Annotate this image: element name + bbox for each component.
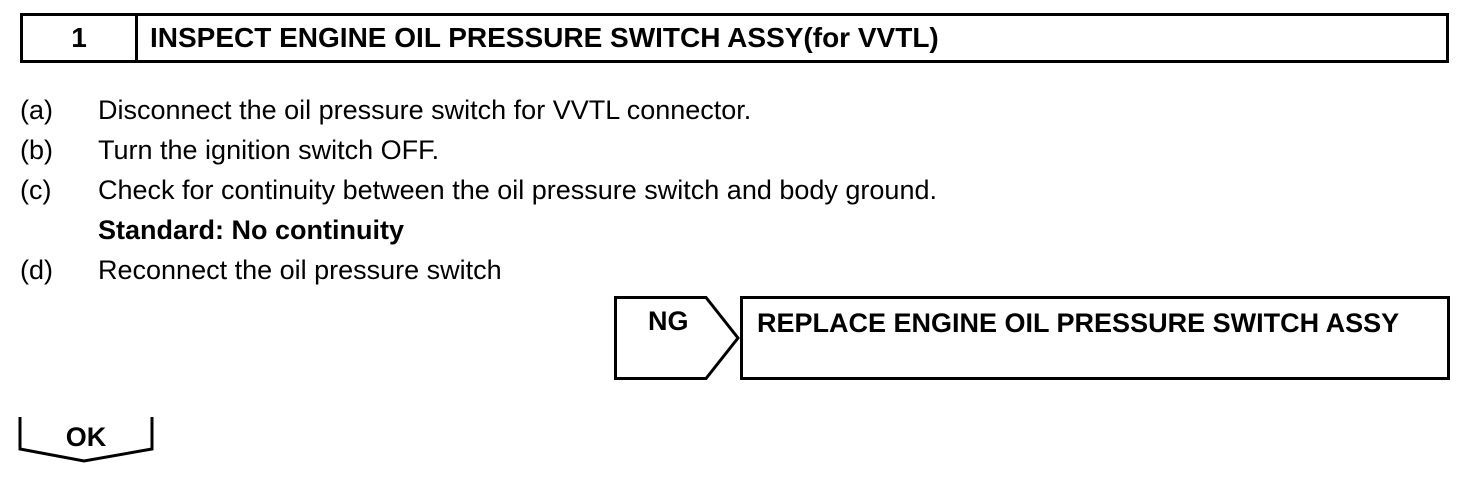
step-label: (c) <box>20 175 52 205</box>
step-text: Disconnect the oil pressure switch for V… <box>98 95 752 125</box>
step-text: Reconnect the oil pressure switch <box>98 255 502 285</box>
step-label: (a) <box>20 95 53 125</box>
step-b: (b) Turn the ignition switch OFF. <box>20 130 1220 170</box>
ng-action-box: REPLACE ENGINE OIL PRESSURE SWITCH ASSY <box>740 296 1450 380</box>
procedure-steps: (a) Disconnect the oil pressure switch f… <box>20 90 1220 290</box>
step-header: 1 INSPECT ENGINE OIL PRESSURE SWITCH ASS… <box>20 13 1449 63</box>
step-a: (a) Disconnect the oil pressure switch f… <box>20 90 1220 130</box>
step-label: (d) <box>20 255 53 285</box>
step-d: (d) Reconnect the oil pressure switch <box>20 250 1220 290</box>
step-c: (c) Check for continuity between the oil… <box>20 170 1220 210</box>
step-label: (b) <box>20 135 53 165</box>
ok-arrow-shape <box>18 417 154 463</box>
ng-arrow: NG <box>614 296 742 380</box>
step-text: Turn the ignition switch OFF. <box>98 135 440 165</box>
ng-label: NG <box>648 306 689 336</box>
ok-label: OK <box>65 422 107 452</box>
step-text: Check for continuity between the oil pre… <box>98 175 937 205</box>
ok-arrow: OK <box>18 415 158 465</box>
standard-spec: Standard: No continuity <box>20 210 1220 250</box>
step-number: 1 <box>23 16 138 60</box>
ng-arrow-shape <box>614 296 740 380</box>
step-title: INSPECT ENGINE OIL PRESSURE SWITCH ASSY(… <box>150 22 939 53</box>
standard-text: Standard: No continuity <box>98 215 404 245</box>
